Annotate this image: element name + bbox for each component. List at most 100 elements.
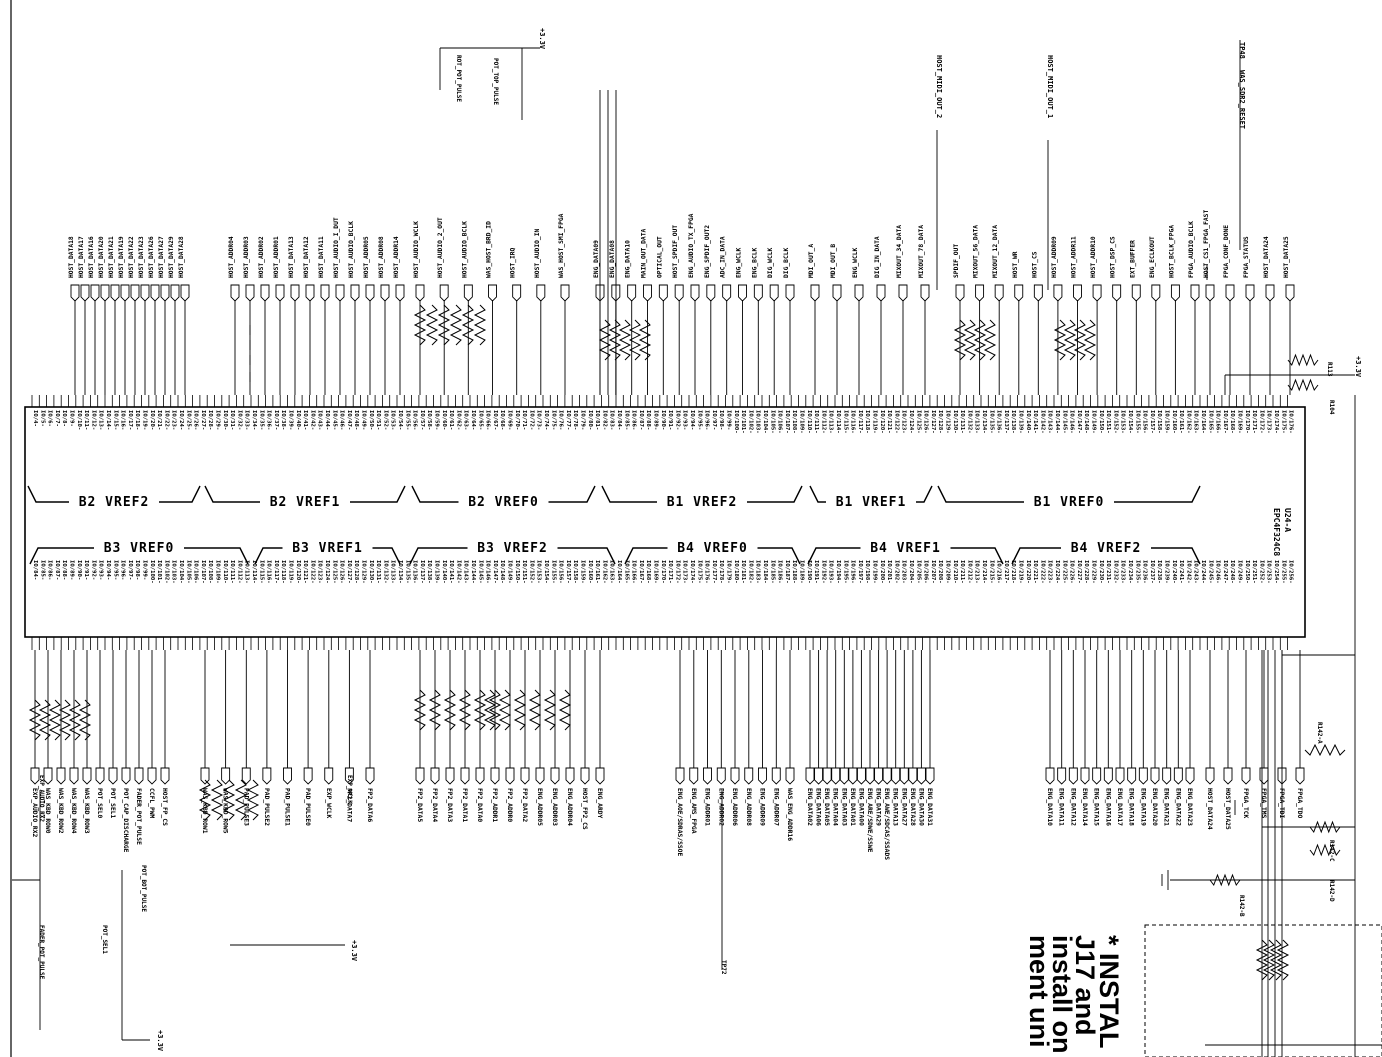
pin-io-label: IO/112- xyxy=(820,410,826,434)
net-port xyxy=(134,767,144,785)
resistor-r144 xyxy=(1269,939,1283,981)
net-port xyxy=(260,284,270,302)
pin-io-label: IO/86- xyxy=(631,410,637,430)
pin-io-label: IO/30- xyxy=(222,410,228,430)
net-label: MIXOUT_56_DATA xyxy=(973,225,980,278)
net-label: HOST_DATA16 xyxy=(88,236,95,278)
net-label: FP2_DATA7 xyxy=(345,788,352,822)
net-port xyxy=(520,767,530,785)
pin-io-label: IO/130- xyxy=(368,560,374,584)
pin-io-label: IO/142- xyxy=(1039,410,1045,434)
net-label: HOST_DATA23 xyxy=(138,236,145,278)
net-port xyxy=(69,767,79,785)
net-label: ENG_DATA01 xyxy=(849,788,856,826)
resistor-r142b xyxy=(1209,873,1241,887)
power-label-top: +3.3V xyxy=(538,28,546,50)
net-label: FPGA_TDI xyxy=(1278,788,1285,819)
install-note: * INSTAL J17 and install on ment uni xyxy=(1024,935,1124,1054)
pin-io-label: IO/22- xyxy=(163,410,169,430)
b2-vref2-bracket xyxy=(27,485,201,503)
pin-io-label: IO/150- xyxy=(514,560,520,584)
net-label: ENG_DATA04 xyxy=(832,788,839,826)
net-label: HOST_DSP_CS xyxy=(1110,236,1117,278)
pin-io-label: IO/145- xyxy=(477,560,483,584)
net-label: ENG_DATA30 xyxy=(917,788,924,826)
pin-io-label: IO/253- xyxy=(1266,560,1272,584)
net-port xyxy=(1131,284,1141,302)
pin-io-label: IO/110- xyxy=(806,410,812,434)
net-label: ENG_DATA14 xyxy=(1081,788,1088,826)
net-label: DIG_WCLK xyxy=(767,247,774,278)
resistor xyxy=(413,689,427,731)
b1-vref2-label: B1 VREF2 xyxy=(667,495,738,510)
net-label: ENG_ARE/SDWE/SSWE xyxy=(866,788,873,853)
pin-io-label: IO/112- xyxy=(236,560,242,584)
net-port xyxy=(170,284,180,302)
pin-io-label: IO/232- xyxy=(1112,560,1118,584)
net-label: HOST_DATA27 xyxy=(158,236,165,278)
net-port xyxy=(1112,284,1122,302)
pin-io-label: IO/28- xyxy=(207,410,213,430)
net-port xyxy=(1285,284,1295,302)
pin-io-label: IO/60- xyxy=(441,410,447,430)
resistor xyxy=(461,304,475,346)
pin-io-label: IO/173- xyxy=(1266,410,1272,434)
pin-io-label: IO/71- xyxy=(521,410,527,430)
pin-io-label: IO/186- xyxy=(777,560,783,584)
pin-io-label: IO/176- xyxy=(704,560,710,584)
pin-io-label: IO/148- xyxy=(499,560,505,584)
pin-io-label: IO/160- xyxy=(1171,410,1177,434)
pin-io-label: IO/79- xyxy=(580,410,586,430)
pin-io-label: IO/161- xyxy=(1178,410,1184,434)
pin-io-label: IO/16- xyxy=(120,410,126,430)
net-port xyxy=(110,284,120,302)
pin-io-label: IO/157- xyxy=(565,560,571,584)
net-port xyxy=(415,284,425,302)
pin-io-label: IO/69- xyxy=(507,410,513,430)
b4-vref1-label: B4 VREF1 xyxy=(870,541,941,556)
pin-io-label: IO/222- xyxy=(1039,560,1045,584)
pin-io-label: IO/76- xyxy=(558,410,564,430)
net-label: ENG_DATA00 xyxy=(857,788,864,826)
pin-io-label: IO/78- xyxy=(572,410,578,430)
net-port xyxy=(771,767,781,785)
b2-vref1-label: B2 VREF1 xyxy=(270,495,341,510)
pin-io-label: IO/180- xyxy=(733,560,739,584)
net-label: FPGA_AUDIO_BCLK xyxy=(1188,221,1195,278)
pin-io-label: IO/194- xyxy=(835,560,841,584)
pin-io-label: IO/238- xyxy=(1156,560,1162,584)
resistor xyxy=(458,689,472,731)
pin-io-label: IO/100- xyxy=(733,410,739,434)
resistor xyxy=(198,779,212,821)
pin-io-label: IO/169- xyxy=(653,560,659,584)
net-label: ENG_DATA18 xyxy=(1128,788,1135,826)
net-port xyxy=(1259,767,1269,785)
pin-io-label: IO/121- xyxy=(886,410,892,434)
resistor-r144 xyxy=(1262,939,1276,981)
net-label: ENG_DATA19 xyxy=(1139,788,1146,826)
pin-io-label: IO/111- xyxy=(229,560,235,584)
net-port xyxy=(898,284,908,302)
pin-io-label: IO/193- xyxy=(828,560,834,584)
resistor xyxy=(483,689,497,731)
net-port xyxy=(415,767,425,785)
net-port xyxy=(1151,284,1161,302)
net-label: HOST_WR xyxy=(1012,251,1019,278)
pin-io-label: IO/65- xyxy=(477,410,483,430)
pin-io-label: IO/91- xyxy=(667,410,673,430)
pin-io-label: IO/211- xyxy=(959,560,965,584)
pin-io-label: IO/6- xyxy=(47,410,53,427)
pin-io-label: IO/153- xyxy=(1120,410,1126,434)
pin-io-label: IO/107- xyxy=(784,410,790,434)
resistor xyxy=(78,699,92,741)
net-label: ENG_ADDR05 xyxy=(536,788,543,826)
pin-io-label: IO/191- xyxy=(813,560,819,584)
pin-io-label: IO/252- xyxy=(1258,560,1264,584)
net-label: EXP_AUDIO_RX2 xyxy=(31,788,38,837)
net-port xyxy=(1073,284,1082,302)
pin-io-label: IO/175- xyxy=(1280,410,1286,434)
net-port xyxy=(703,767,712,785)
net-label: FP2_ADDR1 xyxy=(491,788,498,822)
pin-io-label: IO/54- xyxy=(397,410,403,430)
pin-io-label: IO/115- xyxy=(842,410,848,434)
